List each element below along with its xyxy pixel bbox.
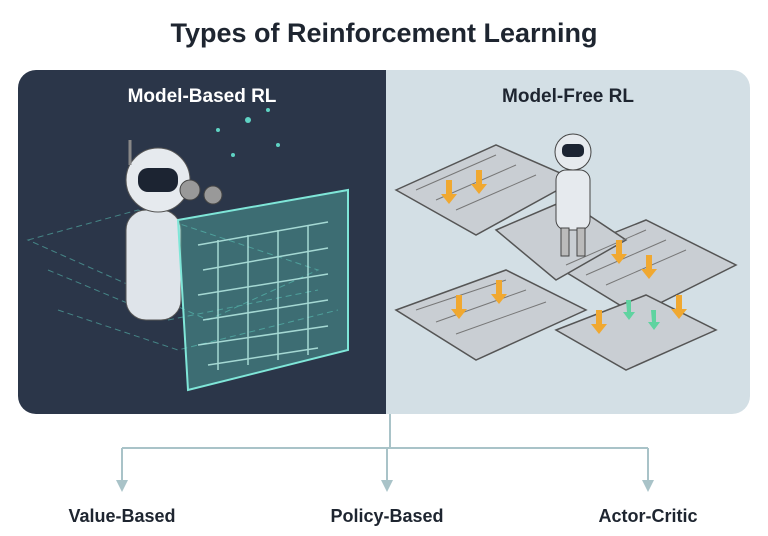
model-based-panel: Model-Based RL	[18, 70, 386, 414]
arrow-down-icon	[116, 480, 128, 492]
model-free-panel: Model-Free RL	[386, 70, 750, 414]
model-free-title: Model-Free RL	[502, 86, 634, 107]
subtype-value-based: Value-Based	[68, 506, 176, 526]
robot-with-holographic-maze-icon	[26, 108, 349, 392]
model-based-title: Model-Based RL	[127, 86, 277, 107]
subtype-policy-based: Policy-Based	[330, 506, 444, 526]
arrow-down-icon	[642, 480, 654, 492]
robot-in-maze-icon	[394, 133, 738, 371]
arrow-down-icon	[381, 480, 393, 492]
subtype-actor-critic: Actor-Critic	[598, 506, 698, 526]
page-title: Types of Reinforcement Learning	[170, 18, 598, 48]
